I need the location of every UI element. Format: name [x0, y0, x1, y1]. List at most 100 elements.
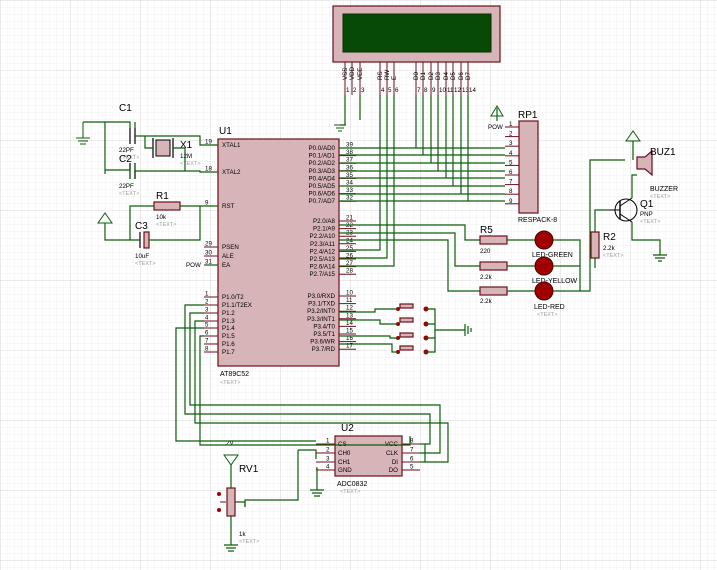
q1-type: PNP	[640, 211, 653, 218]
lcd-pin-name: D3	[435, 72, 442, 80]
r5-value: 220	[480, 248, 491, 255]
u1-pin-number: 31	[205, 259, 212, 266]
u2-part: ADC0832	[337, 481, 367, 488]
lcd-pin-number: 5	[388, 87, 392, 94]
led-red-text: <TEXT>	[537, 312, 557, 318]
u1-pin-number: 5	[205, 322, 209, 329]
lcd-pin-number: 2	[353, 87, 357, 94]
adc-u2[interactable]: U2 ADC0832 <TEXT>	[334, 423, 403, 495]
u2-pin-number: 6	[410, 456, 414, 463]
lcd-pin-name: RS	[377, 71, 384, 80]
u1-pin-name: P3.3/INT1	[307, 316, 335, 323]
u1-pin-name: XTAL2	[222, 169, 241, 176]
ea-pow-label: POW	[186, 262, 201, 269]
u1-pin-number: 19	[205, 139, 212, 146]
buz1-text: <TEXT>	[650, 194, 670, 200]
u1-pin-name: P0.6/AD6	[309, 191, 336, 198]
lcd-pin-name: VEE	[357, 68, 364, 80]
u1-pin-number: 9	[205, 200, 209, 207]
led-green-label: LED-GREEN	[532, 252, 573, 259]
rp1-part: RESPACK-8	[518, 217, 557, 224]
lcd-pin-name: D4	[443, 72, 450, 80]
push-button-1[interactable]	[396, 303, 429, 312]
lcd-pin-number: 12	[454, 87, 461, 94]
rp1-pin-number: 7	[509, 179, 513, 186]
u1-pin-number: 18	[205, 166, 212, 173]
u1-pin-name: EA	[222, 262, 231, 269]
u1-pin-name: P3.7/RD	[312, 346, 336, 353]
u2-pin-name: CH1	[338, 459, 351, 466]
u1-pin-name: P0.1/AD1	[309, 153, 336, 160]
r5-ref: R5	[480, 225, 493, 236]
c2-value: 22PF	[119, 183, 134, 190]
resistor-pack-rp1[interactable]: RP1 RESPACK-8 POW	[488, 110, 557, 224]
u1-pin-name: RST	[222, 203, 235, 210]
u1-pin-name: P1.4	[222, 325, 235, 332]
u1-pin-name: P0.2/AD2	[309, 160, 336, 167]
u1-pin-name: P3.4/T0	[313, 323, 335, 330]
power-arrow-icon	[223, 454, 239, 466]
buzzer-buz1[interactable]: BUZ1 BUZZER <TEXT>	[636, 147, 678, 200]
led-yellow-label: LED-YELLOW	[532, 278, 578, 285]
u1-pin-number: 2	[205, 299, 209, 306]
rv1-ref: RV1	[239, 464, 259, 475]
u1-pin-number: 4	[205, 315, 209, 322]
x1-value: 12M	[180, 153, 192, 160]
u1-pin-name: P1.1/T2EX	[222, 302, 252, 309]
u2-pin-name: DI	[392, 459, 398, 466]
u1-pin-name: P3.2/INT0	[307, 308, 335, 315]
c3-text: <TEXT>	[135, 261, 155, 267]
u1-pin-number: 39	[346, 142, 353, 149]
lcd-pin-name: D5	[450, 72, 457, 80]
u1-pin-number: 37	[346, 157, 353, 164]
u1-pin-number: 24	[346, 237, 353, 244]
lcd-display[interactable]	[332, 5, 501, 63]
lcd-pin-number: 3	[361, 87, 365, 94]
r2-text: <TEXT>	[603, 253, 623, 259]
u1-pin-name: P3.0/RXD	[307, 293, 335, 300]
u1-pin-name: P2.5/A13	[310, 256, 336, 263]
lcd-pin-name: RW	[384, 70, 391, 80]
lcd-pin-name: D1	[420, 72, 427, 80]
u1-pin-name: P0.0/AD0	[309, 145, 336, 152]
u1-pin-name: P1.0/T2	[222, 294, 244, 301]
lcd-pin-name: D6	[458, 72, 465, 80]
u1-pin-number: 8	[205, 346, 209, 353]
lcd-pin-number: 9	[432, 87, 436, 94]
c3-value: 10uF	[135, 253, 149, 260]
led-red[interactable]: LED-RED <TEXT>	[534, 281, 565, 318]
ground-icon	[310, 470, 324, 497]
c1-value: 22PF	[119, 147, 134, 154]
u2-pin-number: 3	[326, 456, 330, 463]
u1-pin-number: 13	[346, 312, 353, 319]
u1-pin-number: 11	[346, 297, 353, 304]
microcontroller-u1[interactable]: U1 AT89C52 <TEXT>	[217, 126, 340, 386]
u1-pin-number: 3	[205, 307, 209, 314]
u1-text: <TEXT>	[220, 380, 240, 386]
power-arrow-icon	[490, 105, 504, 117]
r1-text: <TEXT>	[156, 222, 176, 228]
u1-right-pins: 39P0.0/AD038P0.1/AD137P0.2/AD236P0.3/AD3…	[307, 142, 356, 353]
rp1-pin-number: 2	[509, 131, 513, 138]
lcd-pin-name: E	[391, 76, 398, 80]
lcd-pin-number: 11	[447, 87, 454, 94]
rp1-pin-number: 5	[509, 159, 513, 166]
u2-pin-number: 5	[410, 464, 414, 471]
u1-pin-number: 16	[346, 335, 353, 342]
u2-ref: U2	[341, 423, 354, 434]
transistor-q1[interactable]: Q1 PNP <TEXT>	[610, 197, 660, 225]
c2-text: <TEXT>	[119, 191, 139, 197]
u1-pin-name: P1.2	[222, 310, 235, 317]
buz1-part: BUZZER	[650, 186, 678, 193]
u1-pin-name: P1.5	[222, 333, 235, 340]
p0-bus	[339, 147, 505, 202]
lcd-pin-number: 13	[462, 87, 469, 94]
rp1-pin-number: 3	[509, 140, 513, 147]
u1-pin-name: P2.0/A8	[313, 218, 336, 225]
u2-pin-number: 7	[410, 447, 414, 454]
u1-pin-name: ALE	[222, 253, 234, 260]
capacitor-c3[interactable]: C3 10uF <TEXT>	[135, 221, 155, 267]
